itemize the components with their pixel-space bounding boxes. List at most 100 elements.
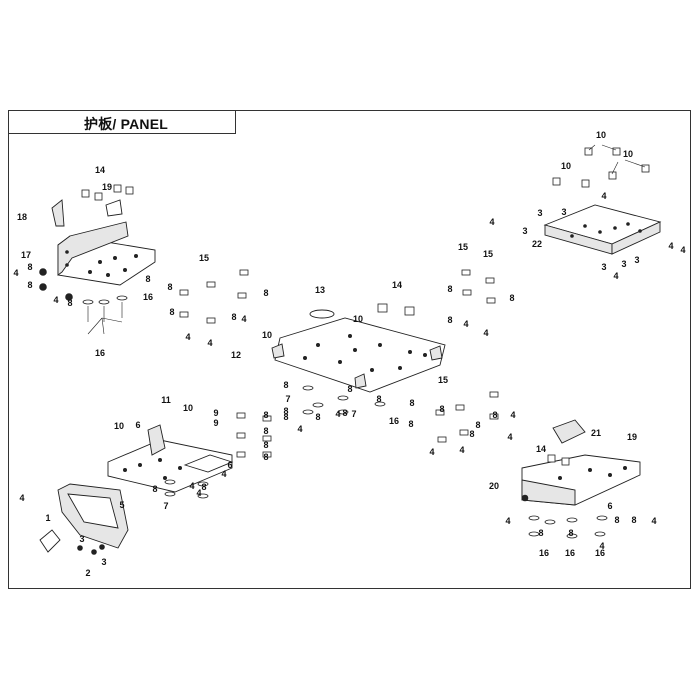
callout-label: 15 — [199, 253, 209, 263]
callout-label: 8 — [27, 262, 32, 272]
callout-label: 8 — [283, 380, 288, 390]
callout-label: 13 — [315, 285, 325, 295]
rear-guard-20 — [521, 419, 641, 506]
callout-label: 8 — [447, 284, 452, 294]
callout-label: 8 — [283, 406, 288, 416]
callout-label: 4 — [13, 268, 18, 278]
callout-label: 22 — [532, 239, 542, 249]
middle-left-plate — [107, 424, 234, 493]
callout-label: 3 — [101, 557, 106, 567]
title-box — [8, 110, 236, 134]
callout-label: 3 — [634, 255, 639, 265]
callout-label: 16 — [565, 548, 575, 558]
callout-label: 4 — [483, 328, 488, 338]
callout-label: 4 — [221, 469, 226, 479]
callout-label: 8 — [469, 429, 474, 439]
callout-label: 3 — [79, 534, 84, 544]
drain-cover-13 — [309, 309, 335, 319]
callout-label: 4 — [651, 516, 656, 526]
callout-label: 8 — [347, 384, 352, 394]
rear-bracket-21 — [552, 419, 586, 444]
callout-label: 10 — [561, 161, 571, 171]
callout-label: 6 — [607, 501, 612, 511]
callout-label: 8 — [492, 410, 497, 420]
callout-label: 8 — [409, 398, 414, 408]
callout-label: 4 — [668, 241, 673, 251]
callout-label: 15 — [483, 249, 493, 259]
callout-label: 8 — [201, 482, 206, 492]
rear-right-plate-assembly — [543, 144, 662, 255]
callout-label: 8 — [538, 528, 543, 538]
callout-label: 8 — [408, 419, 413, 429]
callout-label: 8 — [263, 410, 268, 420]
callout-label: 19 — [102, 182, 112, 192]
callout-label: 4 — [19, 493, 24, 503]
callout-label: 14 — [95, 165, 105, 175]
callout-label: 16 — [143, 292, 153, 302]
callout-label: 5 — [119, 500, 124, 510]
callout-label: 4 — [507, 432, 512, 442]
hardware-clusters — [164, 269, 608, 539]
callout-label: 8 — [283, 412, 288, 422]
callout-label: 12 — [231, 350, 241, 360]
callout-label: 1 — [45, 513, 50, 523]
callout-label: 8 — [152, 484, 157, 494]
callout-label: 8 — [263, 440, 268, 450]
callout-label: 3 — [522, 226, 527, 236]
callout-label: 8 — [169, 307, 174, 317]
callout-label: 7 — [163, 501, 168, 511]
callout-label: 4 — [510, 410, 515, 420]
callout-label: 8 — [376, 394, 381, 404]
callout-label: 3 — [537, 208, 542, 218]
callout-label: 10 — [183, 403, 193, 413]
page-title: 护板/ PANEL — [84, 116, 168, 132]
callout-label: 8 — [167, 282, 172, 292]
callout-label: 4 — [429, 447, 434, 457]
callout-label: 7 — [285, 394, 290, 404]
callout-label: 8 — [263, 426, 268, 436]
callout-label: 19 — [627, 432, 637, 442]
callout-label: 8 — [263, 452, 268, 462]
callout-label: 8 — [614, 515, 619, 525]
diagram-frame — [8, 110, 691, 589]
callout-label: 4 — [189, 481, 194, 491]
callout-label: 3 — [601, 262, 606, 272]
callout-label: 8 — [509, 293, 514, 303]
callout-label: 4 — [599, 541, 604, 551]
callout-label: 4 — [613, 271, 618, 281]
callout-label: 4 — [335, 409, 340, 419]
callout-label: 11 — [161, 395, 171, 405]
callout-label: 9 — [213, 408, 218, 418]
callout-label: 16 — [539, 548, 549, 558]
callout-label: 14 — [536, 444, 546, 454]
callout-label: 4 — [489, 217, 494, 227]
callout-label: 4 — [53, 295, 58, 305]
callout-label: 4 — [207, 338, 212, 348]
front-bracket-18 — [51, 199, 65, 227]
callout-label: 8 — [145, 274, 150, 284]
front-left-bracket — [57, 221, 129, 276]
callout-label: 4 — [241, 314, 246, 324]
callout-label: 2 — [85, 568, 90, 578]
callout-label: 4 — [185, 332, 190, 342]
callout-label: 10 — [114, 421, 124, 431]
callout-label: 8 — [439, 404, 444, 414]
callout-label: 9 — [213, 418, 218, 428]
callout-label: 4 — [297, 424, 302, 434]
callout-label: 6 — [227, 460, 232, 470]
callout-label: 8 — [342, 408, 347, 418]
callout-label: 16 — [595, 548, 605, 558]
callout-label: 6 — [135, 420, 140, 430]
callout-label: 16 — [389, 416, 399, 426]
callout-label: 4 — [196, 488, 201, 498]
callout-label: 15 — [438, 375, 448, 385]
callout-label: 7 — [351, 409, 356, 419]
callout-label: 8 — [631, 515, 636, 525]
callout-label: 3 — [621, 259, 626, 269]
callout-label: 8 — [447, 315, 452, 325]
callout-label: 4 — [463, 319, 468, 329]
callout-label: 10 — [623, 149, 633, 159]
callout-label: 8 — [568, 528, 573, 538]
